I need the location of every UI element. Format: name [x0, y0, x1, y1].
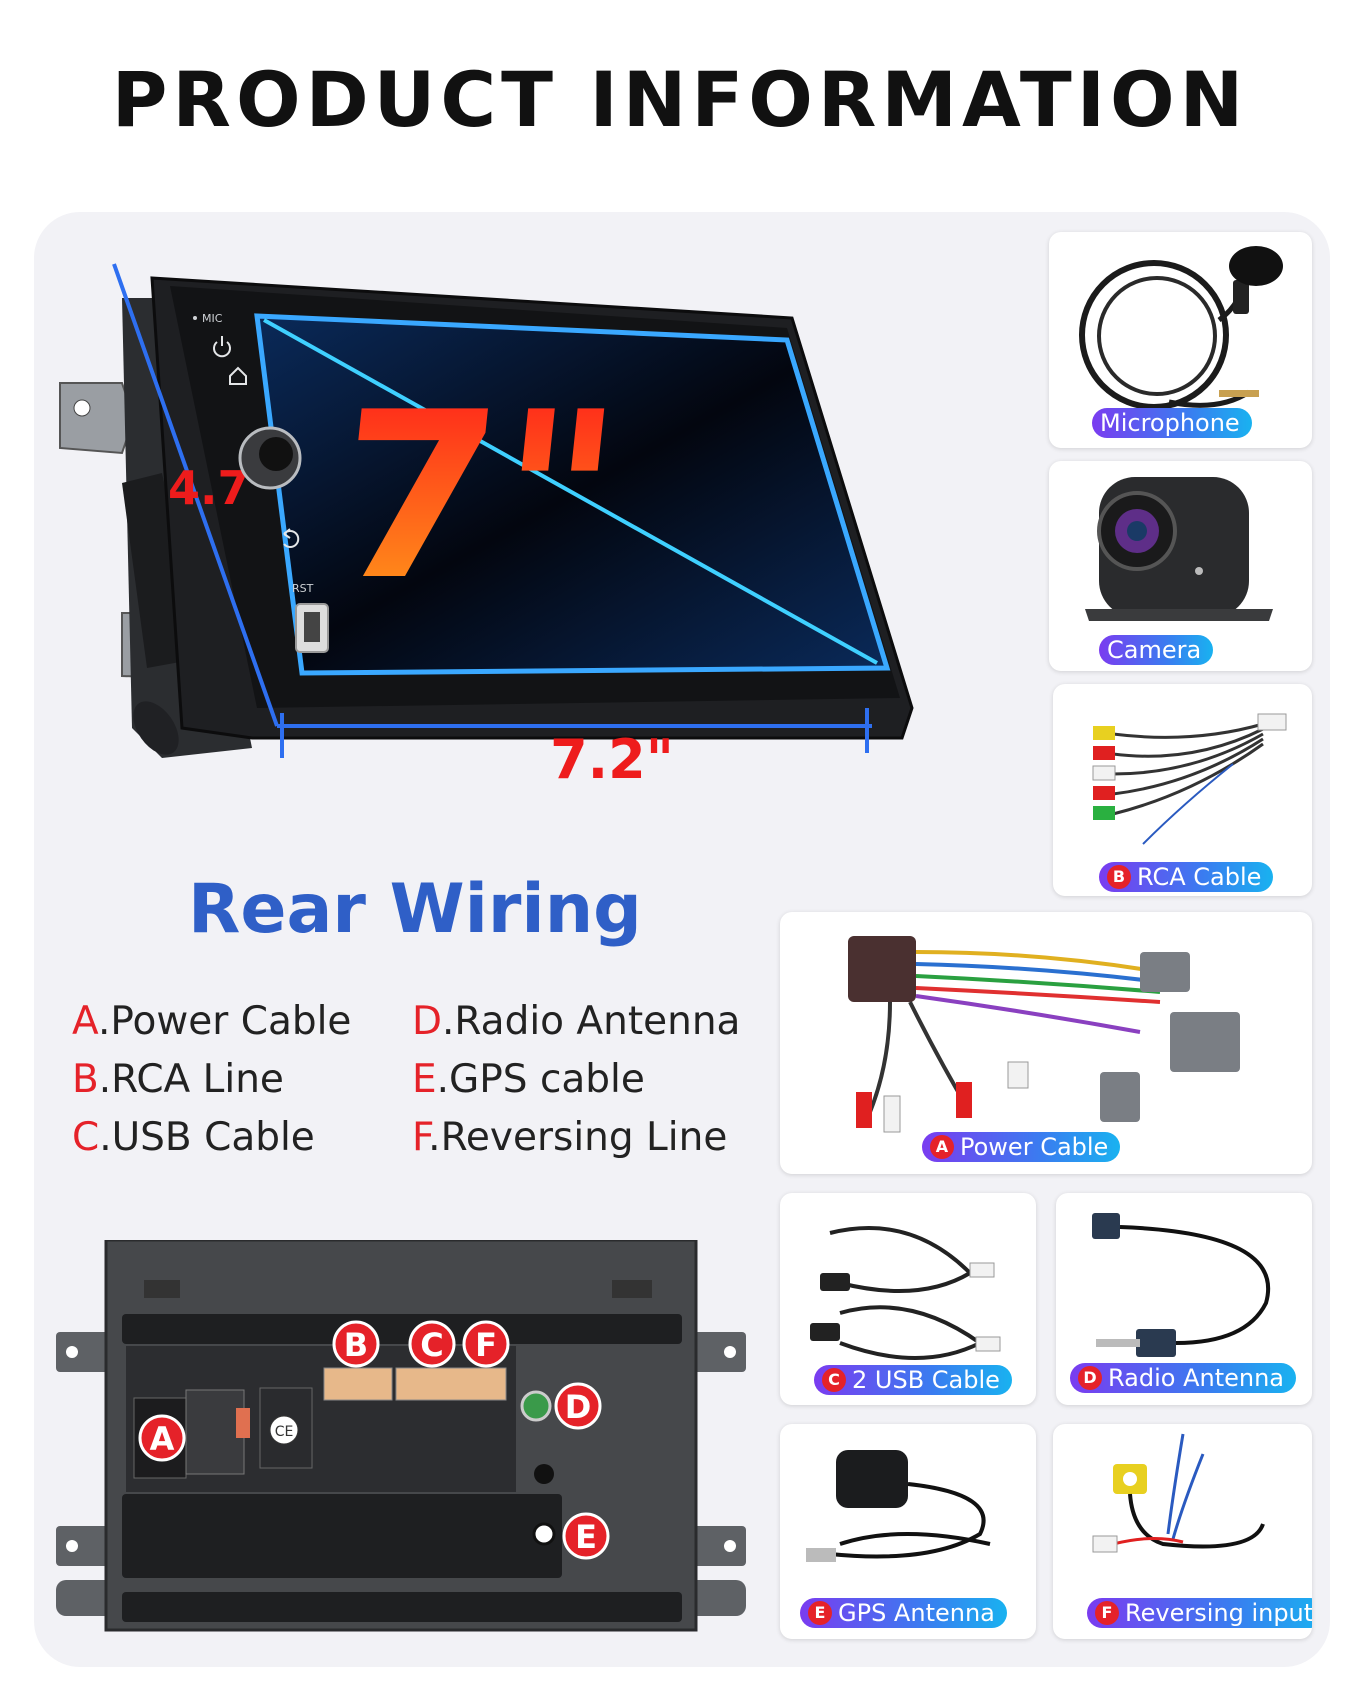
marker-d: D — [565, 1388, 592, 1426]
power-cable-image — [848, 936, 1240, 1133]
microphone-label-pill: Microphone — [1092, 408, 1252, 438]
rca-cable-image — [1092, 713, 1287, 845]
wiring-item-b: B.RCA Line — [72, 1060, 284, 1099]
wiring-item-d: D.Radio Antenna — [412, 1002, 740, 1041]
usb-cable-image — [810, 1226, 1001, 1360]
marker-a: A — [150, 1420, 175, 1458]
rca-label: RCA Cable — [1137, 863, 1262, 891]
power-label-pill: A Power Cable — [922, 1132, 1121, 1162]
vent-rows — [122, 1314, 682, 1622]
screen-size-label: 7" — [323, 364, 631, 631]
gps-connector — [532, 1522, 556, 1546]
power-label: Power Cable — [960, 1133, 1109, 1161]
width-dimension: 7.2" — [550, 728, 674, 791]
wiring-letter: F — [412, 1115, 429, 1160]
marker-f: F — [475, 1326, 497, 1364]
wiring-text: .Radio Antenna — [442, 999, 741, 1044]
radio-label-pill: D Radio Antenna — [1070, 1363, 1297, 1393]
marker-c: C — [420, 1326, 443, 1364]
wiring-text: .Power Cable — [98, 999, 352, 1044]
camera-card: Camera — [1049, 461, 1312, 671]
microphone-image — [1079, 246, 1283, 410]
wiring-letter: B — [72, 1057, 99, 1102]
radio-label: Radio Antenna — [1108, 1364, 1285, 1392]
usb-badge: C — [822, 1368, 846, 1392]
reversing-badge: F — [1095, 1601, 1119, 1625]
wiring-item-e: E.GPS cable — [412, 1060, 645, 1099]
usb-label-pill: C 2 USB Cable — [814, 1365, 1012, 1395]
marker-b: B — [344, 1326, 368, 1364]
camera-image — [1085, 477, 1273, 621]
microphone-card: Microphone — [1049, 232, 1312, 448]
head-unit-image: 7" 4.7" 7.2" MIC RST — [59, 263, 914, 791]
rca-connector — [323, 1367, 393, 1401]
marker-badges: A B C F D E — [138, 1320, 610, 1560]
radio-badge: D — [1078, 1366, 1102, 1390]
reversing-label-pill: F Reversing input — [1087, 1598, 1312, 1628]
rca-badge: B — [1107, 865, 1131, 889]
camera-label: Camera — [1107, 636, 1202, 664]
mic-dot — [193, 316, 197, 320]
gps-label-pill: E GPS Antenna — [800, 1598, 1007, 1628]
wiring-letter: E — [412, 1057, 437, 1102]
reversing-label: Reversing input — [1125, 1599, 1312, 1627]
gps-badge: E — [808, 1601, 832, 1625]
wiring-letter: C — [72, 1115, 100, 1160]
camera-label-pill: Camera — [1099, 635, 1214, 665]
microphone-label: Microphone — [1100, 409, 1240, 437]
usb-label: 2 USB Cable — [852, 1366, 1000, 1394]
mic-label: MIC — [202, 312, 223, 325]
volume-knob — [238, 426, 302, 490]
rear-panel-image: CE A B C F D E — [56, 1240, 746, 1632]
rear-wiring-title: Rear Wiring — [188, 870, 642, 949]
power-cable-card: A Power Cable — [780, 912, 1312, 1174]
rst-label: RST — [292, 582, 314, 595]
wiring-letter: A — [72, 999, 98, 1044]
wiring-text: .USB Cable — [99, 1115, 315, 1160]
wiring-text: .GPS cable — [436, 1057, 645, 1102]
radio-connector — [520, 1390, 552, 1422]
radio-antenna-image — [1092, 1213, 1271, 1357]
back-icon — [283, 528, 300, 548]
radio-antenna-card: D Radio Antenna — [1056, 1193, 1312, 1405]
home-icon — [229, 366, 247, 385]
wiring-text: .RCA Line — [98, 1057, 284, 1102]
reversing-input-image — [1092, 1433, 1265, 1553]
usb-cable-card: C 2 USB Cable — [780, 1193, 1036, 1405]
gps-antenna-image — [806, 1450, 991, 1562]
gps-antenna-card: E GPS Antenna — [780, 1424, 1036, 1639]
wiring-item-f: F.Reversing Line — [412, 1118, 727, 1157]
wiring-item-c: C.USB Cable — [72, 1118, 315, 1157]
power-icon — [213, 336, 231, 358]
power-badge: A — [930, 1135, 954, 1159]
rca-label-pill: B RCA Cable — [1099, 862, 1274, 892]
wiring-text: .Reversing Line — [428, 1115, 728, 1160]
reversing-input-card: F Reversing input — [1053, 1424, 1312, 1639]
wiring-letter: D — [412, 999, 443, 1044]
wiring-item-a: A.Power Cable — [72, 1002, 351, 1041]
ce-mark — [269, 1415, 299, 1445]
usb-connector — [395, 1367, 507, 1401]
page-title: PRODUCT INFORMATION — [111, 55, 1249, 144]
gps-label: GPS Antenna — [838, 1599, 995, 1627]
ce-mark-text: CE — [275, 1424, 294, 1440]
marker-e: E — [575, 1518, 597, 1556]
rca-cable-card: B RCA Cable — [1053, 684, 1312, 896]
